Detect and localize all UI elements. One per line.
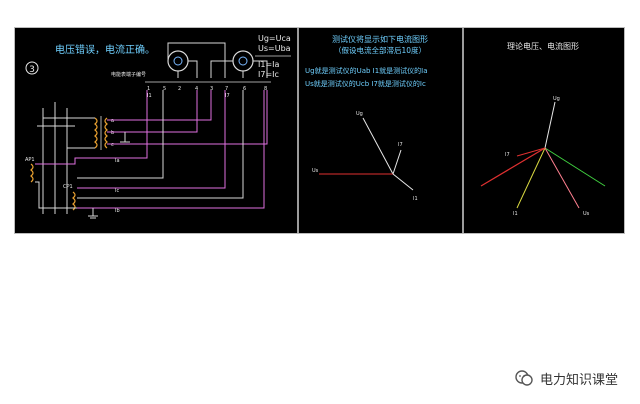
terminal-label: 电能表端子编号: [111, 71, 146, 78]
meter-wire-3: [210, 60, 233, 78]
current-wire-ia: [35, 90, 148, 165]
terminal-8: 8: [264, 86, 267, 92]
pt-a: a: [111, 118, 114, 124]
theory-vector-ug: [544, 101, 556, 149]
theory-i1-label: I1: [513, 211, 518, 217]
voltage-wire-b: [107, 90, 198, 133]
vector-i7: [392, 149, 402, 175]
meter-wire-2: [188, 60, 198, 78]
theory-vector-yellow: [516, 147, 546, 209]
pt-secondary-coil: [104, 117, 108, 149]
current-wire-ib: [77, 90, 265, 209]
theory-vector-i7: [516, 147, 546, 157]
ct1-coil: [30, 163, 34, 183]
measured-vector-panel: 测试仪将显示如下电流图形 （假设电流全部滞后10度） Ug就是测试仪的Uab I…: [305, 34, 428, 202]
eq-ug: Ug=Uca: [258, 34, 291, 43]
theory-i7-label: I7: [505, 152, 510, 158]
meter-element-1: [167, 50, 189, 72]
watermark-text: 电力知识课堂: [539, 372, 618, 388]
panel1-title: 电压错误，电流正确。: [55, 43, 155, 56]
panel2-desc-2: Us就是测试仪的Ucb I7就是测试仪的Ic: [305, 79, 426, 88]
vector-ug: [362, 117, 394, 175]
panel2-desc-1: Ug就是测试仪的Uab I1就是测试仪的Ia: [305, 66, 428, 75]
theory-vector-red: [480, 147, 546, 187]
panel3-title: 理论电压、电流图形: [507, 41, 579, 51]
wechat-logo-icon: [515, 370, 533, 386]
diagram-canvas: 电压错误，电流正确。 3 Ug=Uca Us=Uba I1=Ia I7=Ic 电…: [25, 28, 606, 233]
eq-us: Us=Uba: [258, 44, 291, 53]
terminal-2: 2: [178, 86, 181, 92]
wire-ib-label: Ib: [115, 208, 120, 214]
terminal-7: 7: [225, 86, 228, 92]
eq-i7: I7=Ic: [258, 70, 279, 79]
pt-primary-coil: [94, 117, 98, 149]
theory-vector-green: [544, 147, 606, 187]
theoretical-vector-panel: 理论电压、电流图形 Ug I7 I1 Us: [480, 41, 606, 217]
meter-element-2: [232, 50, 254, 72]
terminal-1: 1: [147, 86, 150, 92]
ct1-label: AP1: [25, 157, 35, 163]
current-wire-ic: [77, 90, 226, 189]
vector-i7-label: I7: [398, 142, 403, 148]
return-wire-2: [77, 90, 244, 199]
terminal-5: 5: [163, 86, 166, 92]
diagram-frame: 电压错误，电流正确。 3 Ug=Uca Us=Uba I1=Ia I7=Ic 电…: [14, 27, 625, 234]
voltage-wire-c: [107, 90, 268, 145]
terminal-i1: I1: [147, 93, 152, 99]
wire-ic-label: Ic: [115, 188, 119, 194]
vector-i1-label: I1: [413, 196, 418, 202]
terminal-6: 6: [243, 86, 246, 92]
panel1-number: 3: [29, 65, 35, 75]
meter-element-2-core: [238, 56, 248, 66]
theory-vector-pink: [544, 147, 580, 209]
terminal-i7: I7: [225, 93, 230, 99]
return-wire-1: [77, 90, 164, 179]
ct1-return: [35, 181, 77, 209]
voltage-wire-a: [107, 90, 212, 121]
wire-ia-label: Ia: [115, 158, 120, 164]
pt-c: c: [111, 142, 114, 148]
wiring-panel: 电压错误，电流正确。 3 Ug=Uca Us=Uba I1=Ia I7=Ic 电…: [25, 34, 291, 219]
theory-ug-label: Ug: [553, 96, 560, 102]
pt-b: b: [111, 130, 114, 136]
terminal-3: 3: [210, 86, 213, 92]
eq-i1: I1=Ia: [258, 60, 280, 69]
panel2-title: 测试仪将显示如下电流图形: [332, 34, 428, 44]
terminal-4: 4: [195, 86, 198, 92]
ct2-coil: [72, 191, 76, 211]
vector-ug-label: Ug: [356, 111, 363, 117]
watermark: 电力知识课堂: [514, 368, 618, 388]
panel2-subtitle: （假设电流全部滞后10度）: [334, 45, 426, 55]
number-circle: [25, 61, 39, 75]
theory-us-label: Us: [583, 211, 590, 217]
meter-element-1-core: [173, 56, 183, 66]
ct2-label: CP1: [63, 184, 73, 190]
meter-wire-4: [253, 60, 268, 78]
vector-us-label: Us: [312, 168, 319, 174]
vector-i1: [392, 173, 414, 191]
